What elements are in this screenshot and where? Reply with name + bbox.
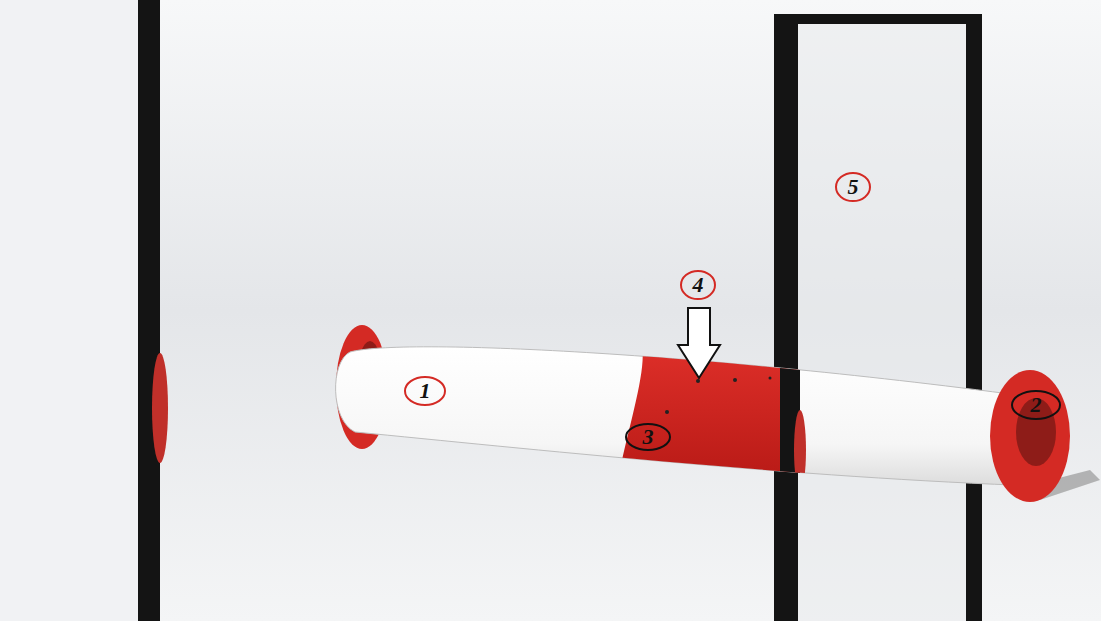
end-plate (152, 353, 168, 463)
pressure-tap (769, 377, 772, 380)
support-column (138, 0, 160, 621)
callout-ellipse (1012, 391, 1060, 419)
frame-column (966, 14, 982, 621)
pressure-tap (733, 378, 737, 382)
end-plate (990, 370, 1070, 502)
pressure-tap (696, 379, 700, 383)
load-arrow (678, 308, 720, 378)
callout-number: 3 (628, 425, 668, 449)
end-plate (794, 410, 806, 490)
glass-panel (798, 24, 966, 621)
callout-number: 2 (1016, 393, 1056, 417)
pressure-tap (665, 410, 669, 414)
callout-ellipse (626, 424, 670, 450)
callout-ellipse (405, 377, 445, 405)
background-panel (0, 0, 150, 621)
frame-top (774, 14, 982, 24)
callout-number: 4 (678, 273, 718, 297)
callout-number: 5 (833, 175, 873, 199)
frame-column (774, 14, 798, 621)
callout-number: 1 (405, 379, 445, 403)
